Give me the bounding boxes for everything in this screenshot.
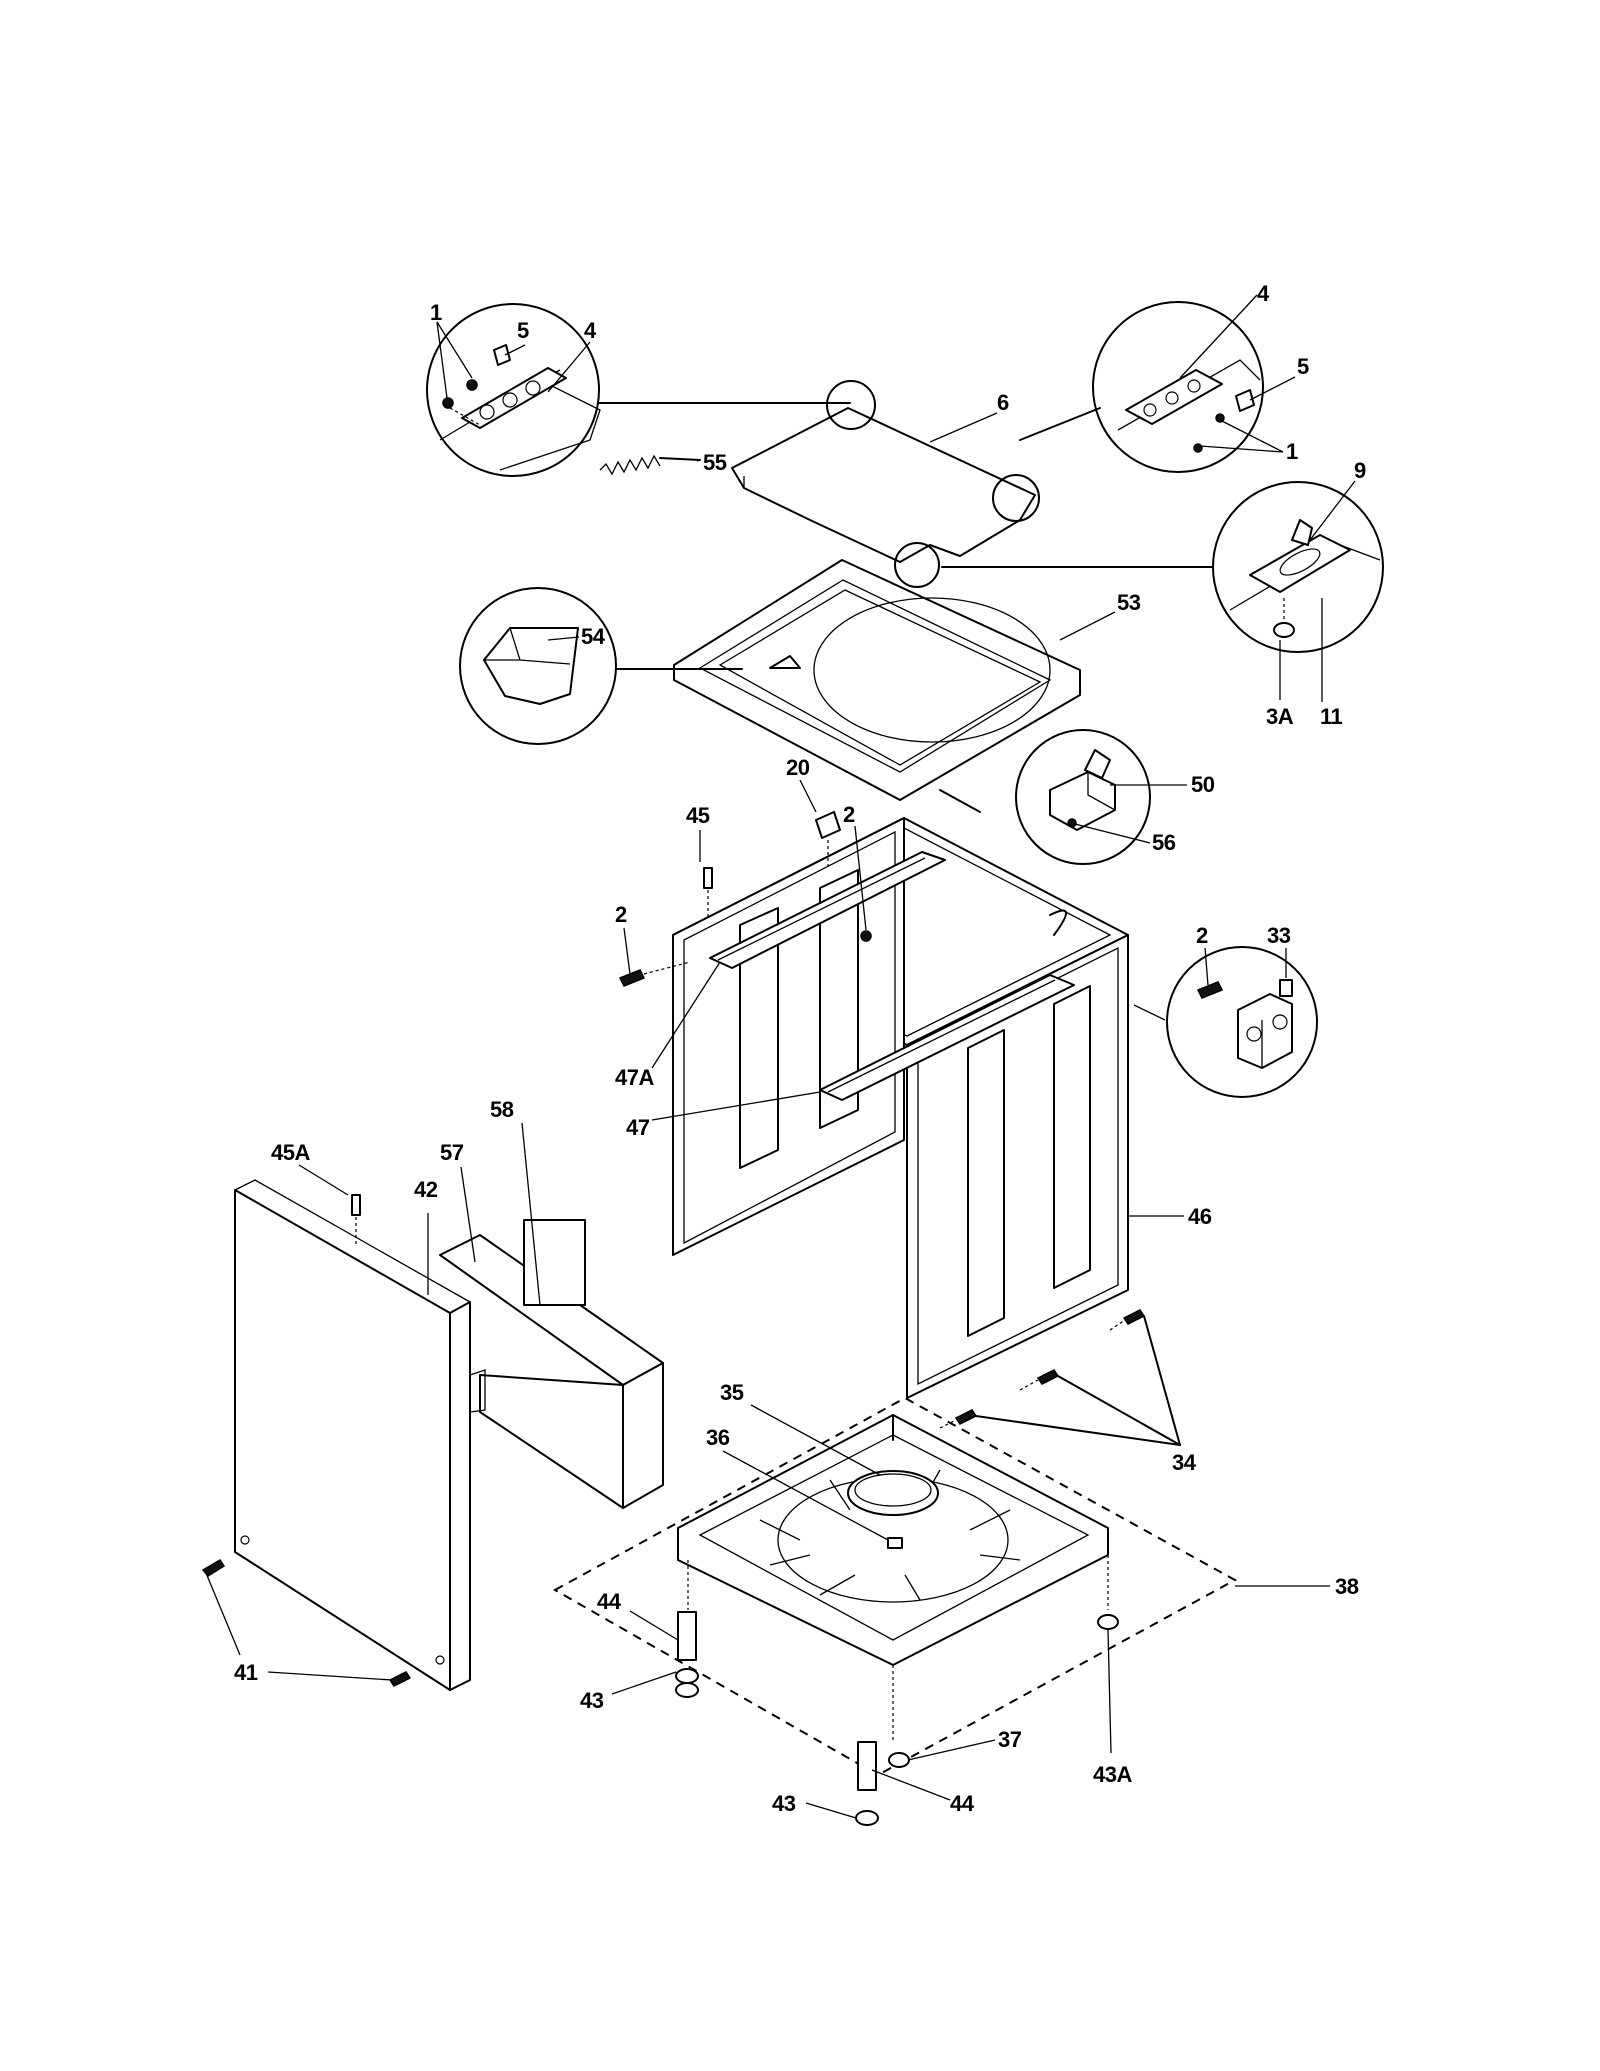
front-panel [234, 1179, 471, 1691]
callout-44-bottom: 44 [950, 1791, 975, 1816]
callout-2-left: 2 [615, 902, 627, 927]
callout-47: 47 [626, 1115, 650, 1140]
callout-labels: 1 5 4 55 6 4 5 1 9 54 53 3A 11 20 50 56 … [234, 281, 1367, 1816]
callout-56: 56 [1152, 830, 1176, 855]
cabinet [672, 817, 1129, 1399]
callout-45a: 45A [271, 1140, 310, 1165]
callout-57: 57 [440, 1140, 464, 1165]
leader-lines [205, 294, 1356, 1819]
callout-41: 41 [234, 1660, 258, 1685]
callout-50: 50 [1191, 772, 1215, 797]
callout-55: 55 [703, 450, 727, 475]
callout-6: 6 [997, 390, 1009, 415]
lid-spring [599, 454, 701, 476]
insulation-pad [439, 1219, 664, 1509]
callout-5-left: 5 [517, 318, 529, 343]
callout-53: 53 [1117, 590, 1141, 615]
callout-2-right: 2 [1196, 923, 1208, 948]
callout-44-left: 44 [597, 1589, 622, 1614]
lid [731, 380, 1040, 588]
detail-lid-switch [939, 729, 1151, 865]
callout-54: 54 [581, 624, 606, 649]
detail-hinge-bracket [1133, 946, 1318, 1098]
detail-dispenser [459, 587, 617, 745]
detail-lid-switch-actuator [941, 481, 1384, 653]
callout-35: 35 [720, 1380, 744, 1405]
detail-left-hinge [426, 303, 851, 477]
callout-2-center: 2 [843, 802, 855, 827]
callout-45: 45 [686, 803, 710, 828]
callout-43a: 43A [1093, 1762, 1132, 1787]
callout-11: 11 [1320, 704, 1343, 729]
callout-4-left: 4 [584, 318, 597, 343]
small-hardware [201, 811, 1146, 1687]
callout-34: 34 [1172, 1450, 1197, 1475]
callout-38: 38 [1335, 1574, 1359, 1599]
callout-5-right: 5 [1297, 354, 1309, 379]
detail-right-hinge [1019, 301, 1264, 473]
callout-20: 20 [786, 755, 810, 780]
callout-43-left: 43 [580, 1688, 604, 1713]
callout-58: 58 [490, 1097, 514, 1122]
callout-42: 42 [414, 1177, 438, 1202]
callout-46: 46 [1188, 1204, 1212, 1229]
callout-33: 33 [1267, 923, 1291, 948]
callout-4-right: 4 [1257, 281, 1270, 306]
callout-9: 9 [1354, 458, 1366, 483]
callout-1-right: 1 [1286, 439, 1298, 464]
base-assembly [552, 1396, 1238, 1826]
callout-37: 37 [998, 1727, 1022, 1752]
callout-36: 36 [706, 1425, 730, 1450]
callout-1-left: 1 [430, 300, 442, 325]
top-panel [585, 559, 1081, 801]
callout-43-bottom: 43 [772, 1791, 796, 1816]
callout-3a: 3A [1266, 704, 1294, 729]
callout-47a: 47A [615, 1065, 654, 1090]
